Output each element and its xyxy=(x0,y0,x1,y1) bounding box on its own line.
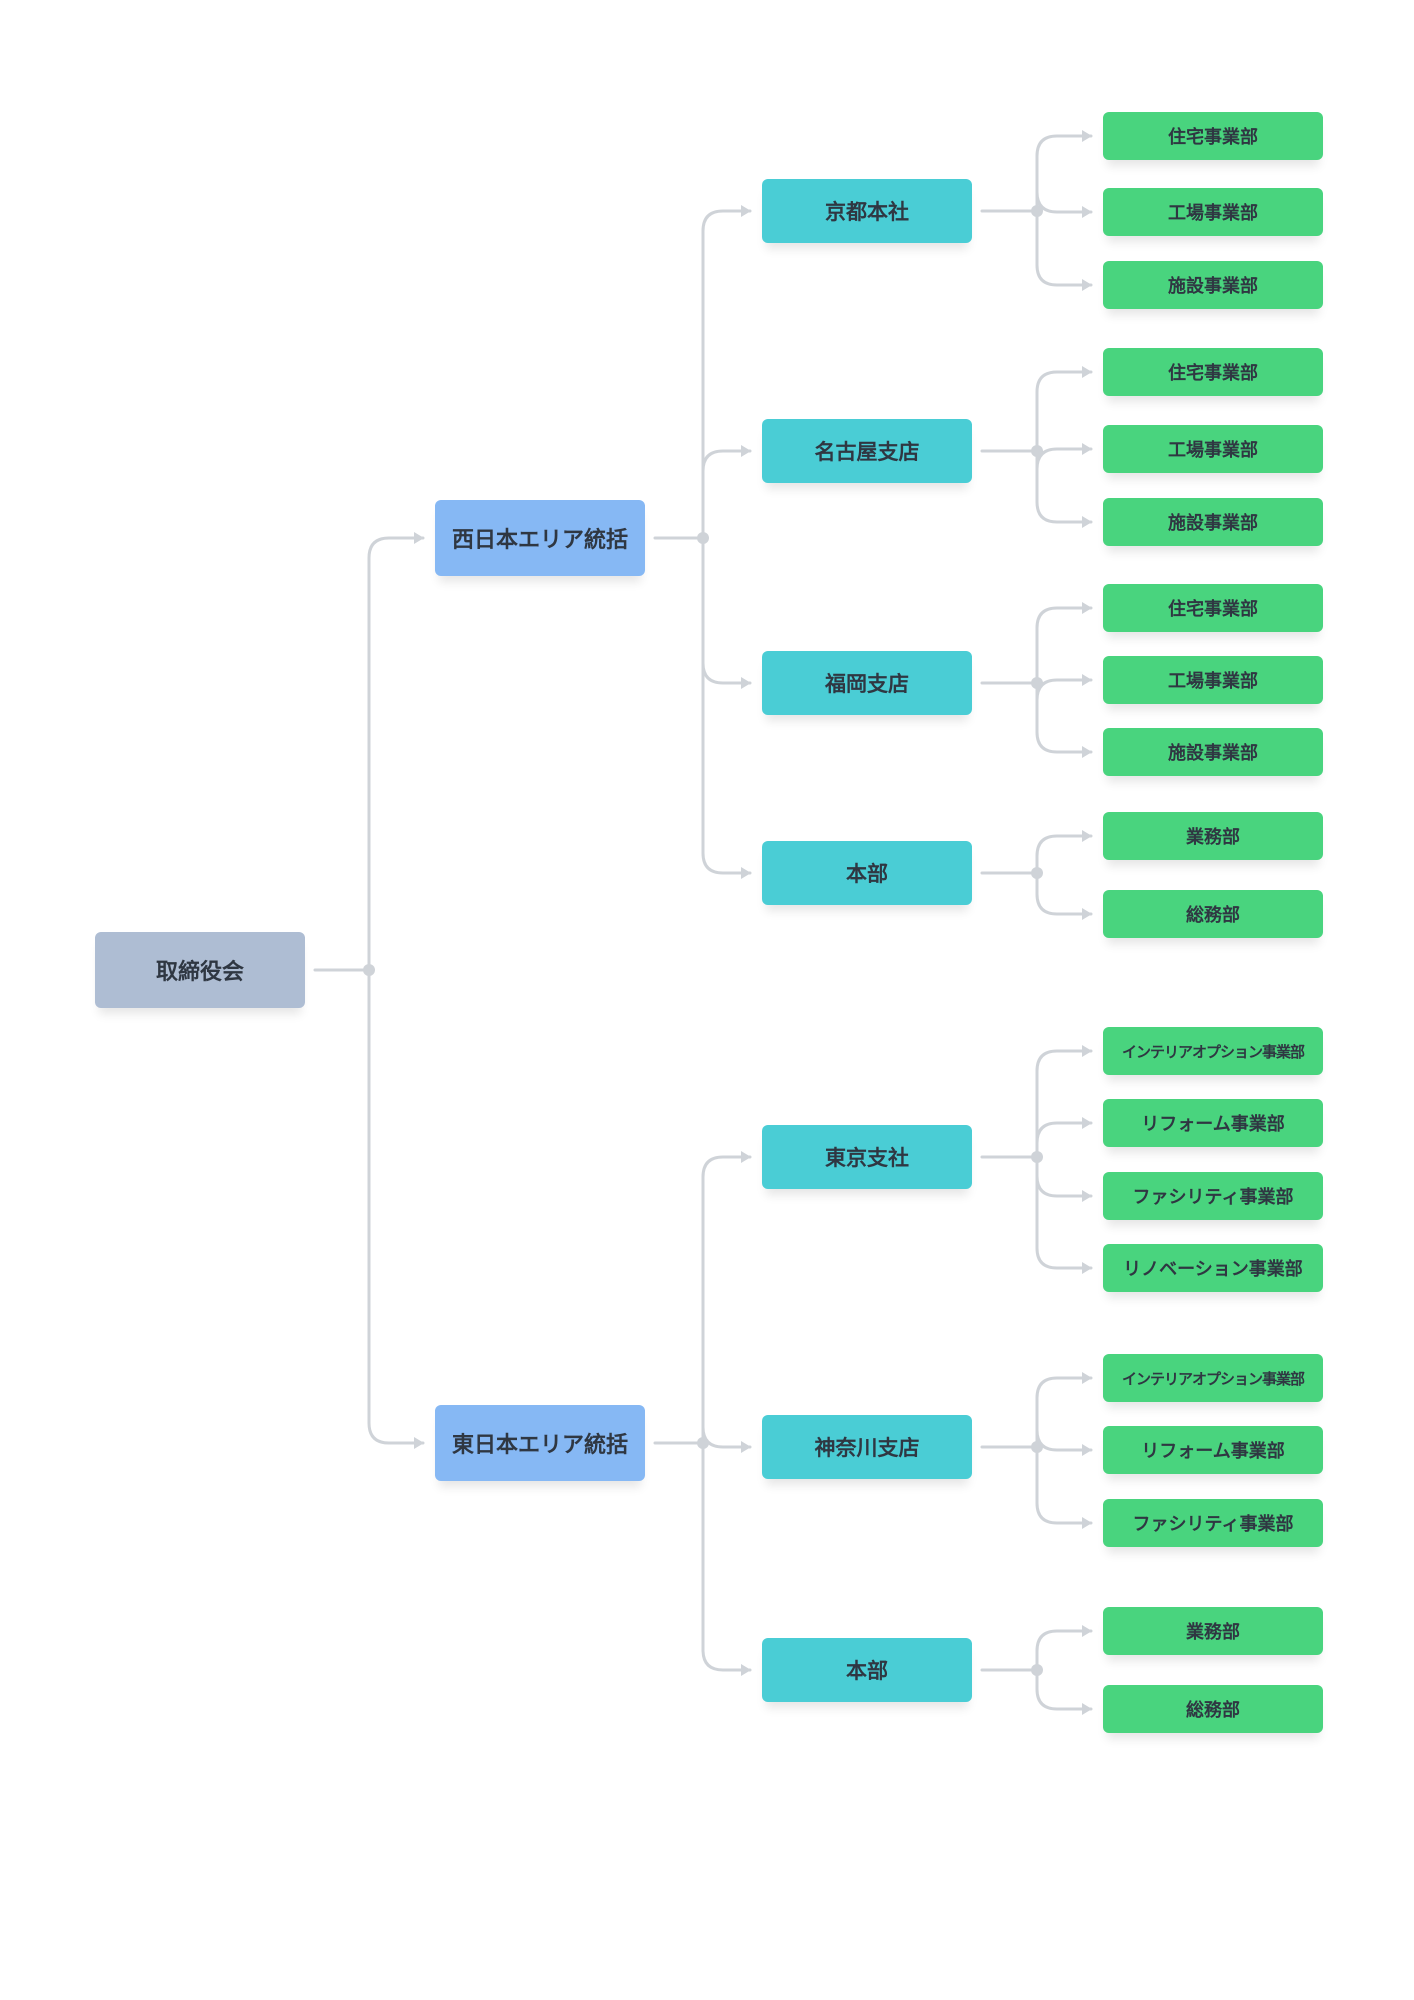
connector-branch xyxy=(701,536,752,685)
connector-arrowhead xyxy=(1082,1045,1092,1057)
connector-junction xyxy=(1031,677,1043,689)
connector-branch xyxy=(1035,209,1093,287)
connector-branch xyxy=(367,968,425,1445)
connector-arrowhead xyxy=(1082,516,1092,528)
connector-arrowhead xyxy=(1082,1625,1092,1637)
division-node[interactable]: リフォーム事業部 xyxy=(1103,1426,1323,1474)
connector-branch xyxy=(701,1441,752,1672)
connector-branch xyxy=(1035,449,1093,524)
division-node[interactable]: 工場事業部 xyxy=(1103,656,1323,704)
connector-arrowhead xyxy=(741,1441,751,1453)
division-node[interactable]: 工場事業部 xyxy=(1103,188,1323,236)
division-node[interactable]: ファシリティ事業部 xyxy=(1103,1172,1323,1220)
connector-arrowhead xyxy=(741,445,751,457)
connector-branch xyxy=(1035,606,1093,685)
branch-node[interactable]: 本部 xyxy=(762,841,972,905)
connector-branch xyxy=(1035,370,1093,453)
division-node[interactable]: 総務部 xyxy=(1103,890,1323,938)
connector-junction xyxy=(1031,1441,1043,1453)
division-node[interactable]: 住宅事業部 xyxy=(1103,112,1323,160)
connector-branch xyxy=(1035,1155,1093,1198)
connector-branch xyxy=(1035,1049,1093,1159)
connector-branch xyxy=(1035,681,1093,754)
division-node[interactable]: リノベーション事業部 xyxy=(1103,1244,1323,1292)
connector-branch xyxy=(701,209,752,540)
connector-arrowhead xyxy=(1082,1372,1092,1384)
connector-arrowhead xyxy=(1082,1517,1092,1529)
connector-arrowhead xyxy=(741,1151,751,1163)
connector-arrowhead xyxy=(1082,908,1092,920)
area-node[interactable]: 東日本エリア統括 xyxy=(435,1405,645,1481)
connector-branch xyxy=(701,449,752,540)
branch-node[interactable]: 神奈川支店 xyxy=(762,1415,972,1479)
area-node[interactable]: 西日本エリア統括 xyxy=(435,500,645,576)
division-node[interactable]: 住宅事業部 xyxy=(1103,348,1323,396)
connector-arrowhead xyxy=(1082,830,1092,842)
connector-branch xyxy=(367,536,425,972)
connector-arrowhead xyxy=(1082,206,1092,218)
connector-junction xyxy=(1031,1151,1043,1163)
division-node[interactable]: 施設事業部 xyxy=(1103,498,1323,546)
connector-branch xyxy=(1035,1668,1093,1711)
division-node[interactable]: インテリアオプション事業部 xyxy=(1103,1354,1323,1402)
connector-branch xyxy=(1035,1445,1093,1525)
division-node[interactable]: 住宅事業部 xyxy=(1103,584,1323,632)
connector-arrowhead xyxy=(741,1664,751,1676)
division-node[interactable]: インテリアオプション事業部 xyxy=(1103,1027,1323,1075)
connector-junction xyxy=(1031,445,1043,457)
connector-branch xyxy=(701,1155,752,1445)
connector-arrowhead xyxy=(1082,1262,1092,1274)
connector-arrowhead xyxy=(1082,1703,1092,1715)
division-node[interactable]: 工場事業部 xyxy=(1103,425,1323,473)
connector-arrowhead xyxy=(741,867,751,879)
connector-branch xyxy=(1035,134,1093,213)
connector-arrowhead xyxy=(1082,366,1092,378)
connector-junction xyxy=(697,1437,709,1449)
connector-branch xyxy=(1035,834,1093,875)
connector-junction xyxy=(1031,1664,1043,1676)
connector-arrowhead xyxy=(1082,1117,1092,1129)
connector-branch xyxy=(1035,871,1093,916)
connector-branch xyxy=(1035,1376,1093,1449)
board-node[interactable]: 取締役会 xyxy=(95,932,305,1008)
branch-node[interactable]: 本部 xyxy=(762,1638,972,1702)
connector-arrowhead xyxy=(1082,674,1092,686)
connector-junction xyxy=(1031,205,1043,217)
division-node[interactable]: 施設事業部 xyxy=(1103,261,1323,309)
connector-arrowhead xyxy=(1082,1444,1092,1456)
division-node[interactable]: リフォーム事業部 xyxy=(1103,1099,1323,1147)
connector-arrowhead xyxy=(1082,443,1092,455)
connector-arrowhead xyxy=(414,532,424,544)
division-node[interactable]: 業務部 xyxy=(1103,1607,1323,1655)
connector-arrowhead xyxy=(1082,130,1092,142)
connector-arrowhead xyxy=(1082,602,1092,614)
connector-arrowhead xyxy=(741,677,751,689)
connector-arrowhead xyxy=(1082,746,1092,758)
connector-branch xyxy=(701,536,752,875)
branch-node[interactable]: 福岡支店 xyxy=(762,651,972,715)
connector-junction xyxy=(363,964,375,976)
connector-junction xyxy=(1031,867,1043,879)
connector-branch xyxy=(1035,1629,1093,1672)
division-node[interactable]: 総務部 xyxy=(1103,1685,1323,1733)
branch-node[interactable]: 京都本社 xyxy=(762,179,972,243)
division-node[interactable]: 施設事業部 xyxy=(1103,728,1323,776)
connector-arrowhead xyxy=(741,205,751,217)
connector-arrowhead xyxy=(1082,279,1092,291)
connector-branch xyxy=(1035,191,1093,214)
branch-node[interactable]: 東京支社 xyxy=(762,1125,972,1189)
division-node[interactable]: 業務部 xyxy=(1103,812,1323,860)
connector-arrowhead xyxy=(1082,1190,1092,1202)
connector-arrowhead xyxy=(414,1437,424,1449)
division-node[interactable]: ファシリティ事業部 xyxy=(1103,1499,1323,1547)
branch-node[interactable]: 名古屋支店 xyxy=(762,419,972,483)
connector-branch xyxy=(1035,1121,1093,1159)
connector-branch xyxy=(1035,1155,1093,1270)
connector-junction xyxy=(697,532,709,544)
